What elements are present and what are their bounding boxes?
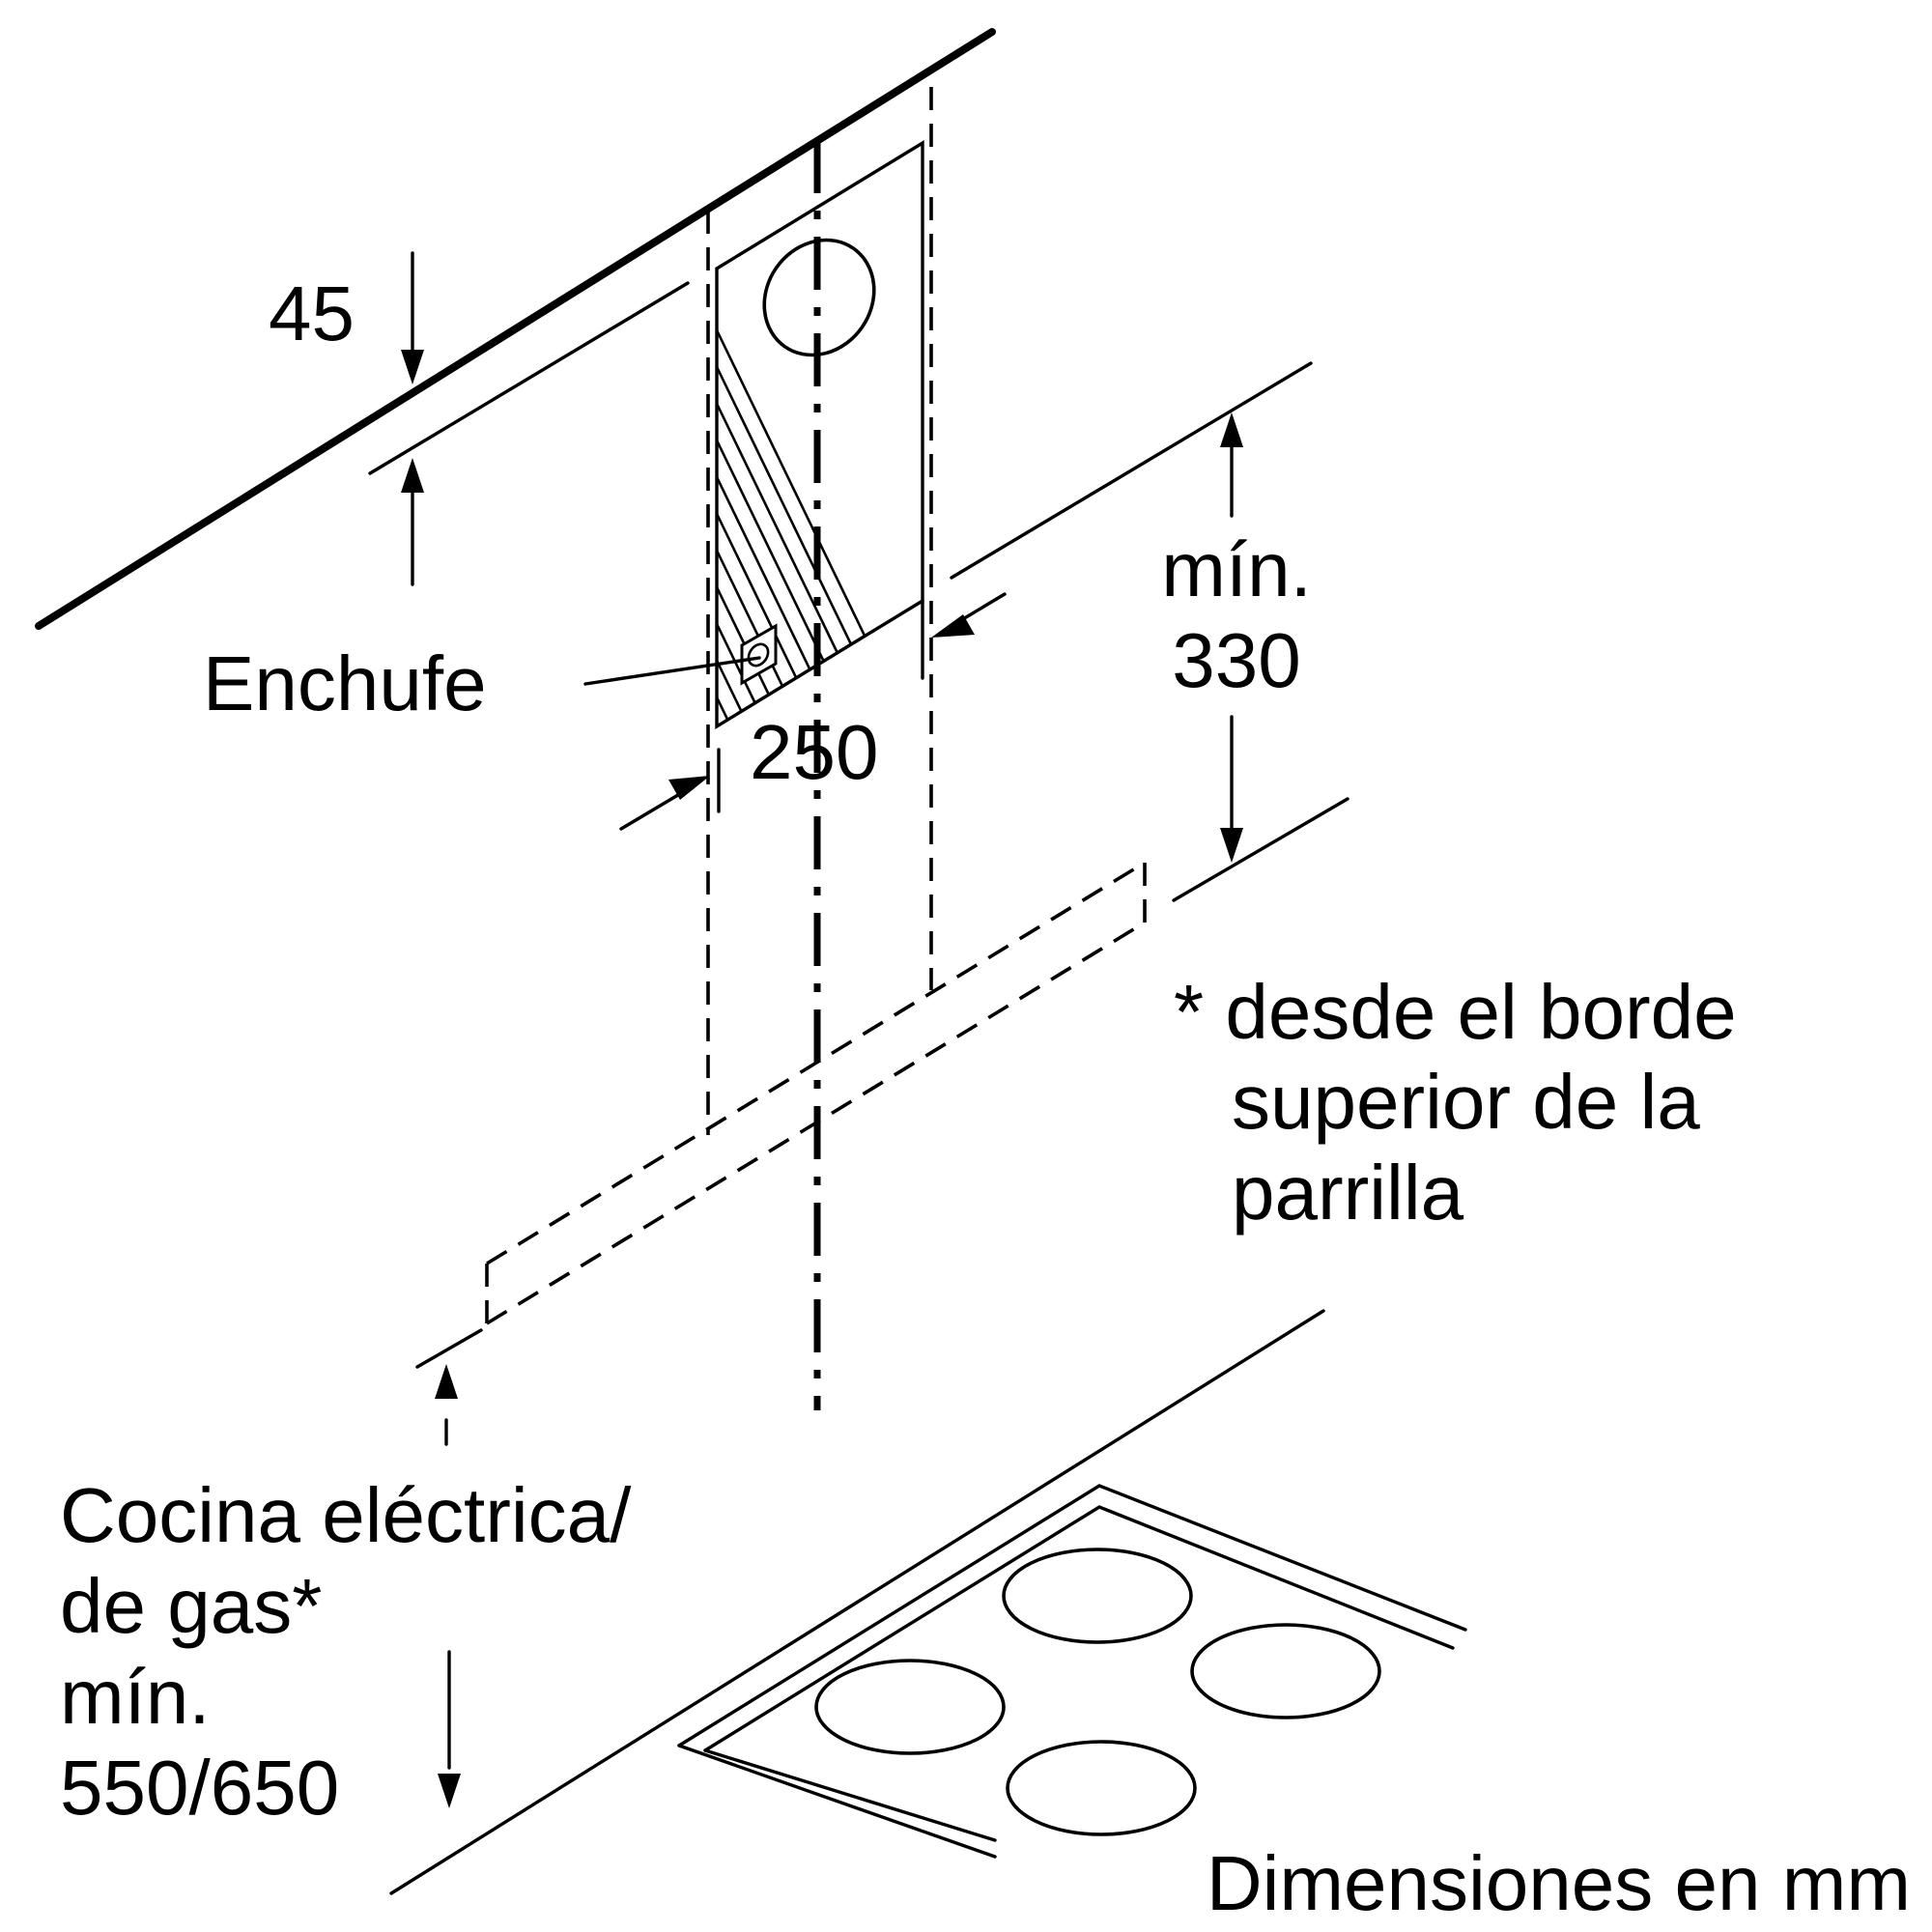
hood-outline — [485, 861, 1147, 1325]
socket-leader-line — [583, 656, 761, 686]
min-330-bottom-reference-line — [1172, 797, 1350, 902]
hob-dim-bottom-arrowhead — [438, 1774, 461, 1808]
ceiling-line — [35, 28, 996, 630]
note-line-3: parrilla — [1232, 1150, 1464, 1236]
min-330-bottom-arrowhead — [1220, 828, 1243, 863]
min-330-top-arrowhead — [1220, 412, 1243, 447]
burner-icon — [1190, 1623, 1381, 1719]
dim-45-reference-line — [368, 281, 690, 475]
burner-icon — [814, 1659, 1006, 1755]
hob-label-line-1: Cocina eléctrica/ — [60, 1472, 632, 1558]
hob-label-line-3: mín. — [60, 1654, 211, 1740]
hob-dim-bottom-reference-line — [389, 1309, 1325, 1895]
socket-icon — [740, 623, 778, 686]
duct-opening-icon — [762, 238, 876, 357]
socket-label: Enchufe — [203, 640, 487, 726]
dim-250-label: 250 — [750, 709, 878, 795]
dim-45-top-arrowhead — [401, 350, 424, 384]
dim-250-right-arrow-line — [959, 592, 1007, 622]
burner-icon — [1002, 1548, 1193, 1644]
min-330-top-reference-line — [950, 361, 1313, 580]
min-330-label-line2: 330 — [1172, 617, 1300, 703]
hob-label-line-4: 550/650 — [60, 1745, 339, 1831]
units-note: Dimensiones en mm — [1207, 1840, 1911, 1926]
note-line-1: * desde el borde — [1174, 969, 1737, 1055]
dim-250-left-arrow-line — [619, 787, 690, 831]
hob-dim-top-reference-line — [415, 1328, 483, 1369]
dim-45-label: 45 — [269, 270, 355, 356]
dim-250-left-arrowhead — [668, 776, 710, 800]
hob-label-line-2: de gas* — [60, 1563, 322, 1649]
min-330-label-line1: mín. — [1161, 526, 1312, 612]
dim-250-right-arrowhead — [931, 614, 975, 638]
cooktop — [677, 1484, 1467, 1859]
burner-icon — [1006, 1740, 1197, 1836]
hob-dim-top-arrowhead — [435, 1364, 458, 1399]
dim-45-bottom-arrowhead — [401, 458, 424, 493]
installation-zone-hatching — [717, 245, 923, 726]
note-line-2: superior de la — [1232, 1059, 1700, 1145]
